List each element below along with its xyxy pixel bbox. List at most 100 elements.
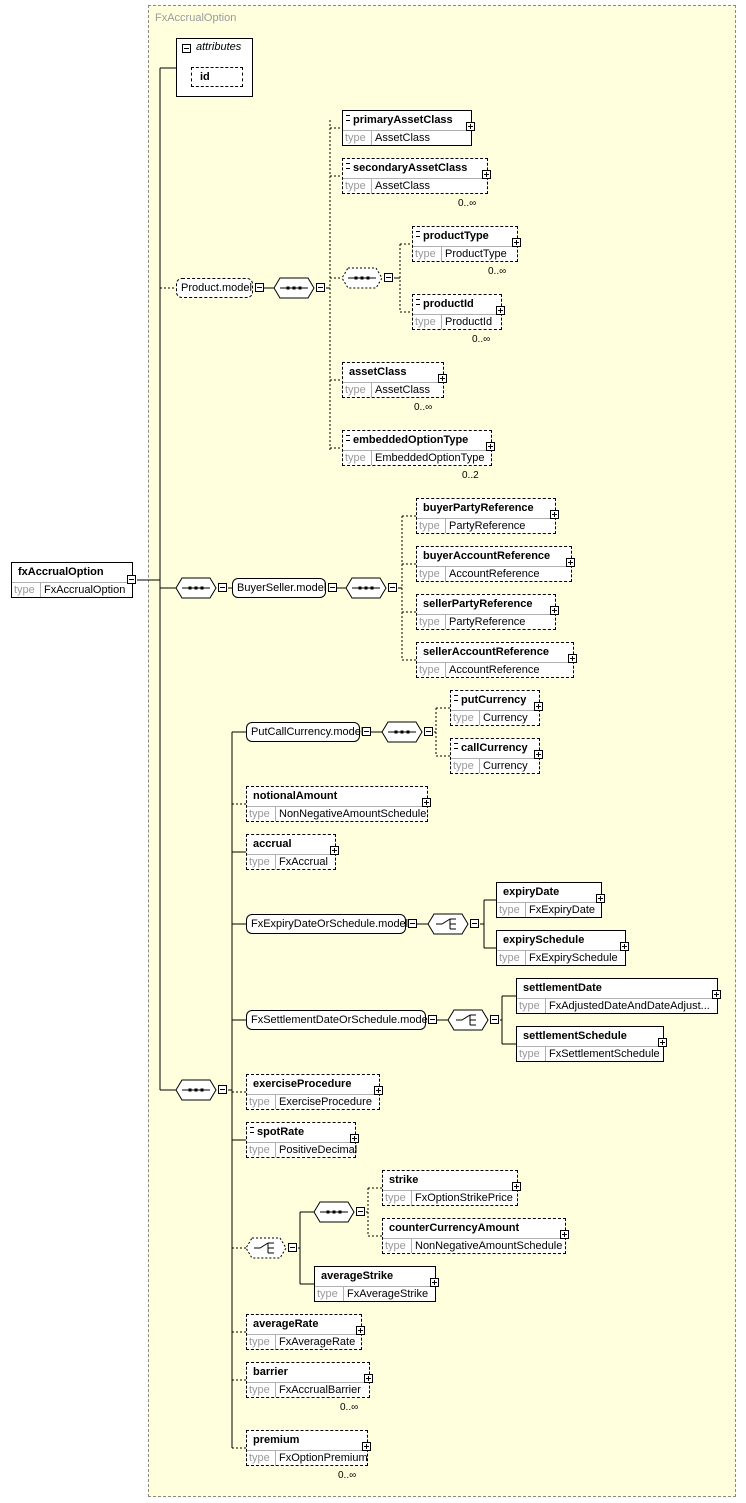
group-name: PutCallCurrency.model <box>251 726 364 738</box>
collapse-icon[interactable] <box>384 273 393 282</box>
expand-icon[interactable] <box>550 606 559 615</box>
collapse-icon[interactable] <box>328 583 337 592</box>
collapse-icon[interactable] <box>470 919 479 928</box>
expand-icon[interactable] <box>422 798 431 807</box>
expand-icon[interactable] <box>566 558 575 567</box>
collapse-icon[interactable] <box>218 1085 227 1094</box>
cardinality-label: 0..∞ <box>340 1402 359 1413</box>
expand-icon[interactable] <box>438 374 447 383</box>
expand-icon[interactable] <box>534 702 543 711</box>
expand-icon[interactable] <box>364 1374 373 1383</box>
element-name: settlementDate <box>523 982 602 994</box>
type-label: type <box>249 856 270 868</box>
type-label: type <box>249 1452 270 1464</box>
expand-icon[interactable] <box>374 1086 383 1095</box>
group-product_model[interactable]: Product.model <box>176 278 253 298</box>
expand-icon[interactable] <box>712 990 721 999</box>
expand-icon[interactable] <box>362 1442 371 1451</box>
expand-icon[interactable] <box>350 1134 359 1143</box>
collapse-icon[interactable] <box>182 44 191 53</box>
type-value: AssetClass <box>375 180 431 192</box>
group-buyer_seller_model[interactable]: BuyerSeller.model <box>232 578 326 598</box>
collapse-icon[interactable] <box>316 283 325 292</box>
group-name: FxSettlementDateOrSchedule.model <box>251 1014 431 1026</box>
element-name: exerciseProcedure <box>253 1078 352 1090</box>
type-value: PositiveDecimal <box>279 1144 358 1156</box>
element-name: productType <box>423 230 489 242</box>
group-name: Product.model <box>181 282 252 294</box>
collapse-icon[interactable] <box>218 583 227 592</box>
collapse-icon[interactable] <box>255 283 264 292</box>
sequence-compositor <box>273 277 315 299</box>
collapse-icon[interactable] <box>428 1015 437 1024</box>
collapse-icon[interactable] <box>127 575 136 584</box>
group-put_call_model[interactable]: PutCallCurrency.model <box>246 722 364 742</box>
element-name: sellerPartyReference <box>423 598 533 610</box>
group-expiry_model[interactable]: FxExpiryDateOrSchedule.model <box>246 914 408 934</box>
type-value: PartyReference <box>449 520 526 532</box>
expand-icon[interactable] <box>512 238 521 247</box>
collapse-icon[interactable] <box>388 583 397 592</box>
collapse-icon[interactable] <box>424 727 433 736</box>
expand-icon[interactable] <box>430 1278 439 1287</box>
expand-icon[interactable] <box>568 654 577 663</box>
expand-icon[interactable] <box>496 306 505 315</box>
collapse-icon[interactable] <box>288 1243 297 1252</box>
expand-icon[interactable] <box>356 1326 365 1335</box>
group-settlement_model[interactable]: FxSettlementDateOrSchedule.model <box>246 1010 430 1030</box>
sequence-compositor <box>313 1201 355 1223</box>
type-value: AccountReference <box>449 664 540 676</box>
expand-icon[interactable] <box>486 442 495 451</box>
attribute-id[interactable]: id <box>191 67 243 87</box>
expand-icon[interactable] <box>550 510 559 519</box>
expand-icon[interactable] <box>534 750 543 759</box>
cardinality-label: 0..∞ <box>414 402 433 413</box>
type-label: type <box>249 1096 270 1108</box>
type-label: type <box>499 904 520 916</box>
expand-icon[interactable] <box>658 1038 667 1047</box>
type-value: Currency <box>483 712 528 724</box>
expand-icon[interactable] <box>512 1182 521 1191</box>
expand-icon[interactable] <box>596 894 605 903</box>
collapse-icon[interactable] <box>362 727 371 736</box>
expand-icon[interactable] <box>466 122 475 131</box>
expand-icon[interactable] <box>620 942 629 951</box>
expand-icon[interactable] <box>482 170 491 179</box>
type-value: PartyReference <box>449 616 526 628</box>
expand-icon[interactable] <box>560 1230 569 1239</box>
type-value: FxOptionPremium <box>279 1452 368 1464</box>
expand-icon[interactable] <box>330 846 339 855</box>
collapse-icon[interactable] <box>408 919 417 928</box>
collapse-icon[interactable] <box>356 1207 365 1216</box>
collapse-icon[interactable] <box>490 1015 499 1024</box>
